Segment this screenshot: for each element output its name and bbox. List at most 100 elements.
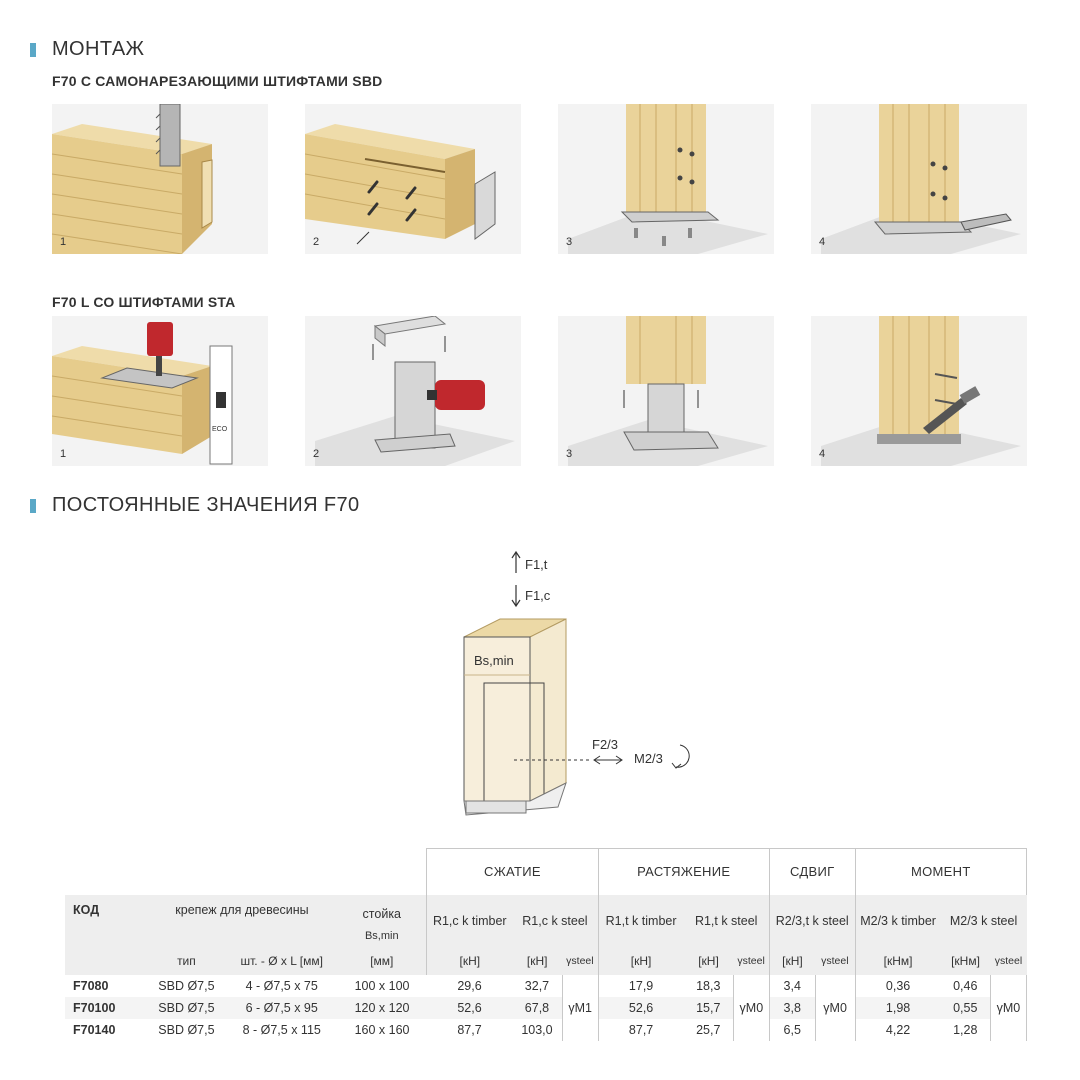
step-number: 3: [566, 448, 573, 460]
cell-t-steel: 25,7: [696, 1022, 721, 1037]
cell-c-timber: 52,6: [426, 996, 513, 1019]
unit-qty: шт. - Ø x L [мм]: [226, 946, 338, 975]
post-load-illustration: [463, 550, 690, 816]
load-diagram: F1,t F1,c Bs,min F2/3 M2/3: [450, 545, 710, 830]
cell-c-timber: 87,7: [457, 1022, 482, 1037]
cell-code: F70100: [65, 996, 147, 1019]
sta-subtitle: F70 L СО ШТИФТАМИ STA: [52, 294, 236, 310]
cell-type: SBD Ø7,5: [146, 996, 227, 1019]
label-m23: M2/3: [634, 751, 663, 766]
cell-post: 120 x 120: [337, 996, 427, 1019]
cell-t-timber: 87,7: [628, 1022, 654, 1037]
unit-gamma: γsteel: [562, 946, 599, 975]
montage-title: МОНТАЖ: [52, 38, 145, 60]
sbd-step-2-panel: 2: [305, 104, 521, 254]
cell-m-timber: 1,98: [855, 996, 941, 1019]
label-f1t: F1,t: [525, 557, 548, 572]
step-number: 4: [819, 448, 826, 460]
cell-qty: 6 - Ø7,5 x 95: [226, 996, 338, 1019]
cell-gamma-compression: γM1: [561, 974, 599, 1041]
cell-qty: 8 - Ø7,5 x 115: [242, 1022, 321, 1037]
cell-t-timber: 52,6: [598, 996, 684, 1019]
values-title: ПОСТОЯННЫЕ ЗНАЧЕНИЯ F70: [52, 494, 360, 516]
unit-gamma: γsteel: [733, 946, 770, 975]
col-post-line2: Bs,min: [364, 929, 399, 942]
group-moment: МОМЕНТ: [854, 848, 1028, 895]
heading-accent-bar: [30, 42, 36, 57]
col-r1c-steel: R1,c k steel: [512, 894, 599, 947]
group-tension: РАСТЯЖЕНИЕ: [597, 848, 770, 895]
cell-t-timber: 17,9: [628, 978, 654, 993]
sta-step-3-panel: 3: [558, 316, 774, 466]
cell-type: SBD Ø7,5: [158, 978, 215, 993]
cell-s-steel: 3,8: [769, 996, 816, 1019]
unit-knm: [кНм]: [940, 946, 991, 975]
table-row: F7080 SBD Ø7,5 4 - Ø7,5 x 75 100 x 100 2…: [65, 974, 1028, 1041]
cell-c-steel: 32,7: [524, 978, 550, 993]
cell-qty: 4 - Ø7,5 x 75: [245, 978, 318, 993]
sbd-step-1-panel: 1: [52, 104, 268, 254]
col-r23t-steel: R2/3,t k steel: [768, 894, 856, 947]
cell-gamma-moment: γM0: [989, 974, 1028, 1041]
col-post-line1: стойка: [362, 906, 402, 921]
heading-accent-bar: [30, 498, 36, 513]
cell-gamma-tension: γM0: [732, 974, 770, 1041]
cell-t-steel: 15,7: [683, 996, 734, 1019]
cell-post: 100 x 100: [354, 978, 410, 993]
col-fastener: крепеж для древесины: [146, 894, 338, 947]
dowels-hammer-illustration: [821, 316, 1021, 466]
unit-kn: [кН]: [512, 946, 563, 975]
label-f23: F2/3: [592, 737, 619, 752]
sbd-step-3-panel: 3: [558, 104, 774, 254]
sbd-subtitle: F70 С САМОНАРЕЗАЮЩИМИ ШТИФТАМИ SBD: [52, 73, 383, 89]
cell-code: F7080: [73, 978, 109, 993]
sta-step-1-panel: 1 ECO: [52, 316, 268, 466]
group-compression: СЖАТИЕ: [426, 848, 599, 895]
col-m23-timber: M2/3 k timber: [854, 894, 941, 947]
step-number: 3: [566, 236, 573, 248]
cell-m-steel: 0,46: [953, 978, 978, 993]
cell-s-steel: 3,4: [783, 978, 801, 993]
table-row: F70100 SBD Ø7,5 6 - Ø7,5 x 95 120 x 120 …: [65, 996, 1027, 1019]
plate-insertion-illustration: [305, 124, 496, 245]
unit-knm: [кНм]: [854, 946, 941, 975]
col-m23-steel: M2/3 k steel: [940, 894, 1027, 947]
section-heading-values: ПОСТОЯННЫЕ ЗНАЧЕНИЯ F70: [30, 494, 360, 517]
unit-kn: [кН]: [683, 946, 734, 975]
cell-c-steel: 67,8: [512, 996, 563, 1019]
unit-gamma: γsteel: [815, 946, 856, 975]
post-on-base-illustration: [568, 104, 768, 254]
table-row: F70140 SBD Ø7,5 8 - Ø7,5 x 115 160 x 160…: [65, 1019, 1027, 1041]
cell-c-steel: 103,0: [521, 1022, 553, 1037]
col-r1t-steel: R1,t k steel: [683, 894, 770, 947]
unit-kn: [кН]: [597, 946, 684, 975]
group-shear: СДВИГ: [768, 848, 856, 895]
section-heading-montage: МОНТАЖ: [30, 38, 144, 61]
unit-kn: [кН]: [426, 946, 513, 975]
cell-t-steel: 18,3: [696, 978, 721, 993]
col-r1c-timber: R1,c k timber: [426, 894, 513, 947]
cell-c-timber: 29,6: [457, 978, 482, 993]
cell-post: 160 x 160: [354, 1022, 410, 1037]
label-f1c: F1,c: [525, 588, 551, 603]
step-number: 2: [313, 236, 320, 248]
step-number: 1: [60, 448, 67, 460]
cell-gamma-shear: γM0: [814, 974, 856, 1041]
cell-type: SBD Ø7,5: [158, 1022, 215, 1037]
unit-type: тип: [146, 946, 227, 975]
sta-step-2-panel: 2: [305, 316, 521, 466]
col-post: стойка Bs,min: [337, 894, 427, 947]
cell-m-steel: 0,55: [940, 996, 991, 1019]
cell-s-steel: 6,5: [783, 1022, 801, 1037]
step-number: 2: [313, 448, 320, 460]
cell-m-timber: 0,36: [885, 978, 911, 993]
saw-cutting-illustration: [52, 104, 213, 254]
drilling-plate-illustration: [52, 322, 233, 465]
cell-code: F70140: [73, 1022, 116, 1037]
post-fixed-wrench-illustration: [821, 104, 1021, 254]
post-lowered-illustration: [568, 316, 768, 466]
unit-gamma: γsteel: [990, 946, 1027, 975]
sta-step-4-panel: 4: [811, 316, 1027, 466]
unit-kn: [кН]: [768, 946, 816, 975]
spec-table: СЖАТИЕ РАСТЯЖЕНИЕ СДВИГ МОМЕНТ КОД крепе…: [65, 848, 1028, 1041]
